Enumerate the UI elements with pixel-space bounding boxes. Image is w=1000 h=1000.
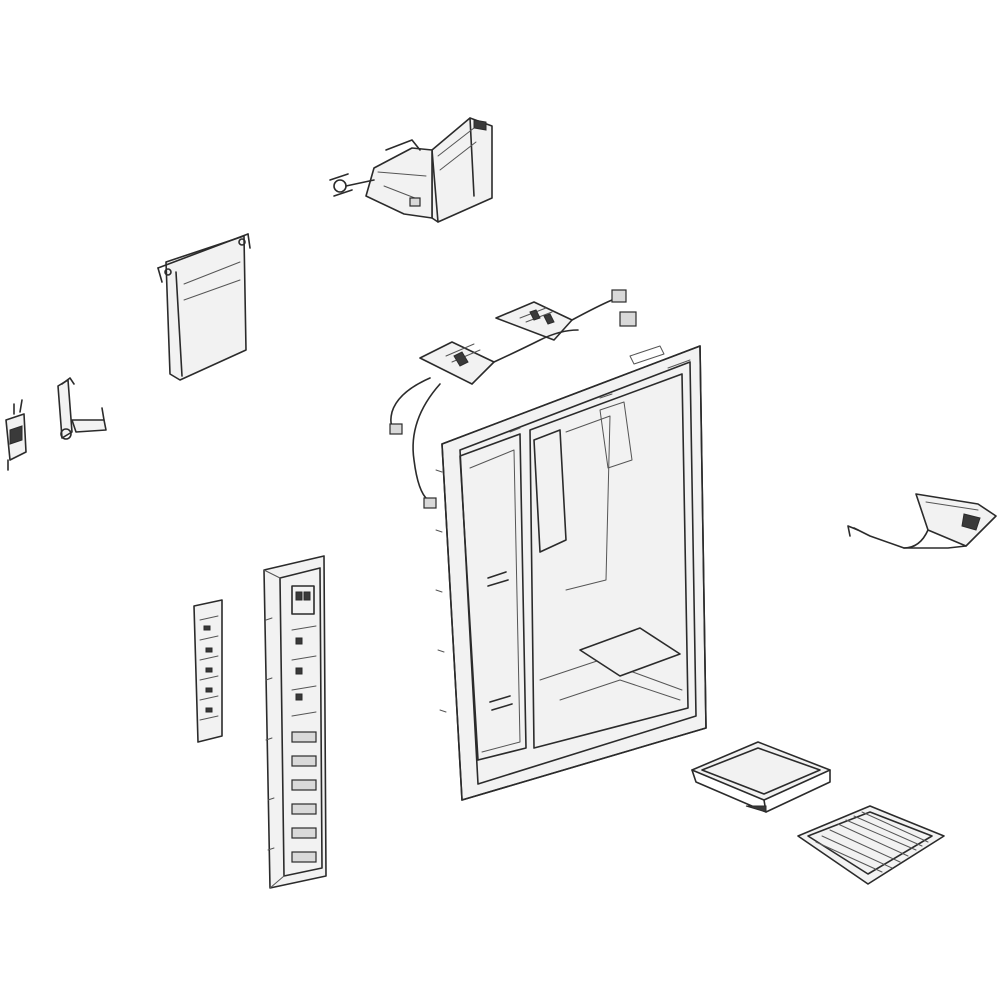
control-panel <box>263 555 327 889</box>
micro-switch <box>5 399 27 471</box>
control-boards-harness <box>389 289 637 509</box>
display-label <box>193 599 223 743</box>
funnel-guide <box>847 493 997 549</box>
dispenser-housing <box>435 345 707 801</box>
dispenser-flap <box>157 233 251 381</box>
tray-grille <box>797 805 945 885</box>
ice-chute-bracket <box>329 117 493 223</box>
actuator-lever <box>57 377 107 440</box>
drip-tray <box>691 741 831 813</box>
